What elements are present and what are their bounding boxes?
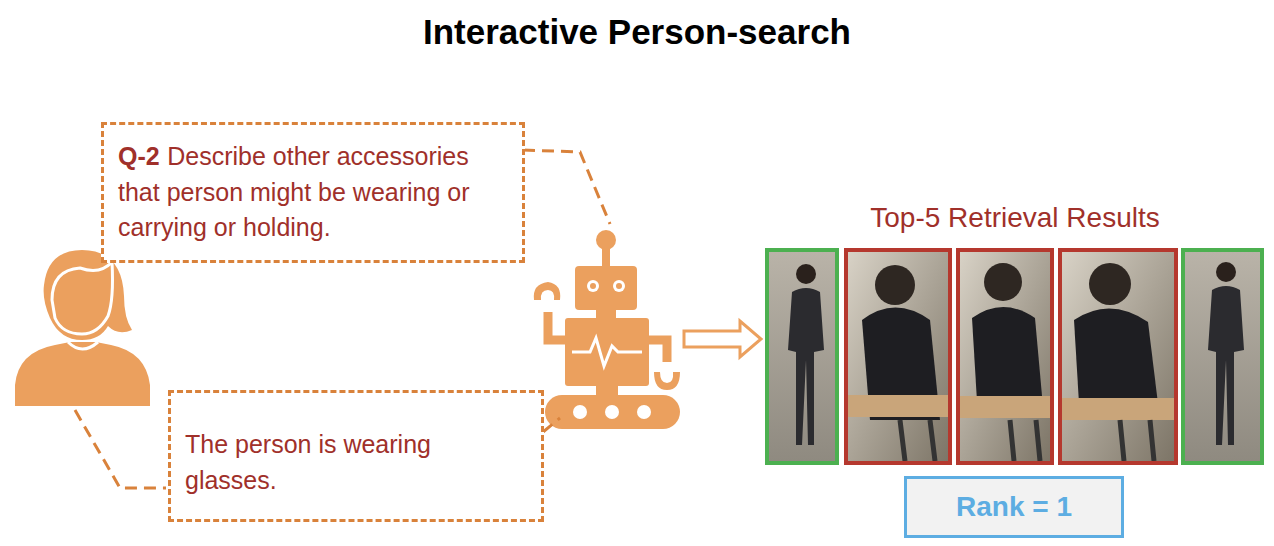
question-box: Q-2Describe other accessories that perso… [101,122,525,263]
section-heading: Top-5 Retrieval Results [790,202,1240,234]
node-text: Describe other accessories that person m… [118,142,470,241]
robot-icon [534,230,680,429]
node-text: Rank = 1 [956,487,1072,527]
output-arrow [684,321,761,357]
retrieval-image [767,250,837,463]
diagram-title: Interactive Person-search [0,12,1274,52]
retrieval-image [1183,250,1262,463]
node-text: The person is wearing glasses. [185,427,527,498]
user-icon [15,250,150,406]
question-number: Q-2 [118,142,160,170]
retrieval-image [958,250,1052,463]
rank-box: Rank = 1 [904,476,1124,538]
retrieval-image [846,250,950,463]
retrieval-image [1060,250,1176,463]
answer-box: The person is wearing glasses. [168,390,544,522]
